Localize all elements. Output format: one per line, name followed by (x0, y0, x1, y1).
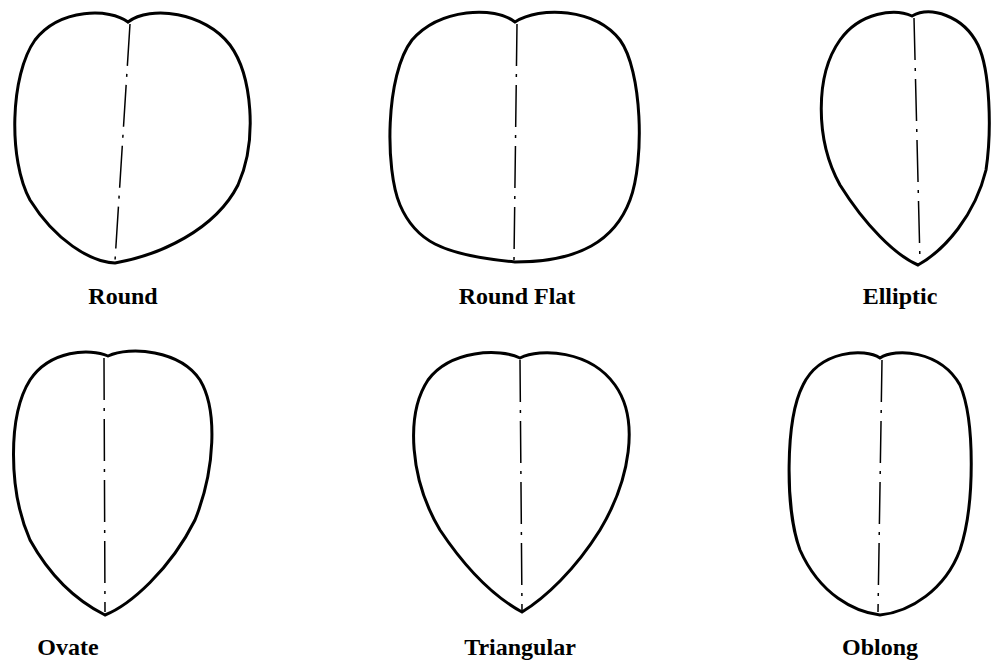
oblong-midline (878, 360, 882, 612)
triangular-midline (520, 360, 522, 610)
ovate-outline (14, 351, 212, 615)
elliptic-outline (821, 12, 989, 265)
shape-label: Round (88, 283, 157, 309)
shape-label: Elliptic (863, 283, 938, 309)
triangular-outline (414, 353, 630, 612)
round-outline (15, 13, 250, 263)
oblong-outline (789, 353, 971, 615)
round-flat-midline (514, 24, 517, 260)
ovate-midline (104, 358, 105, 612)
elliptic-midline (914, 18, 920, 262)
shape-label: Triangular (464, 634, 576, 660)
round-midline (115, 24, 130, 261)
shape-label: Round Flat (459, 283, 576, 309)
round-flat-outline (390, 12, 639, 262)
shape-label: Oblong (842, 634, 918, 660)
shape-label: Ovate (37, 634, 98, 660)
